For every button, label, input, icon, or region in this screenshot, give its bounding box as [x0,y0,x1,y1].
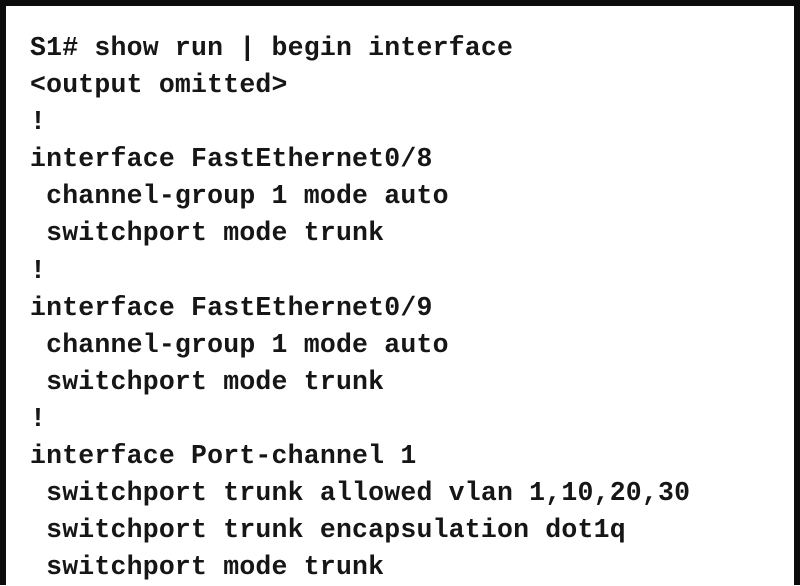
fa0-9-switchport-mode-line: switchport mode trunk [30,366,385,397]
separator-line: ! [30,255,47,286]
fa0-8-switchport-mode-line: switchport mode trunk [30,218,385,249]
port-channel-allowed-vlan-line: switchport trunk allowed vlan 1,10,20,30 [30,478,691,509]
fa0-8-channel-group-line: channel-group 1 mode auto [30,181,449,212]
output-omitted-line: <output omitted> [30,70,288,101]
separator-line: ! [30,403,47,434]
fa0-9-channel-group-line: channel-group 1 mode auto [30,329,449,360]
interface-fa0-8-line: interface FastEthernet0/8 [30,144,433,175]
port-channel-switchport-mode-line: switchport mode trunk [30,552,385,583]
running-config-output: S1# show run | begin interface <output o… [30,30,788,586]
interface-fa0-9-line: interface FastEthernet0/9 [30,292,433,323]
interface-port-channel-1-line: interface Port-channel 1 [30,441,417,472]
command-prompt-line: S1# show run | begin interface [30,33,514,63]
port-channel-encapsulation-line: switchport trunk encapsulation dot1q [30,515,626,546]
separator-line: ! [30,107,47,138]
